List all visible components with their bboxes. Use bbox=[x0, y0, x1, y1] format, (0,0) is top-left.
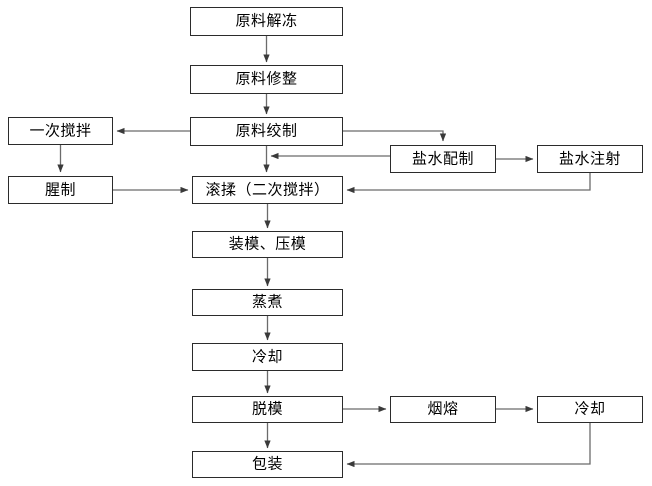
node-label: 盐水注射 bbox=[558, 149, 621, 167]
node-label: 腥制 bbox=[44, 180, 76, 198]
node-label: 包装 bbox=[251, 454, 283, 473]
node-yanzhi[interactable]: 腥制 bbox=[8, 176, 113, 204]
node-label: 原料修整 bbox=[235, 69, 298, 88]
node-gunrou[interactable]: 滚揉（二次搅拌） bbox=[192, 176, 343, 204]
edge-yanshuizhushe-to-gunrou bbox=[346, 173, 591, 194]
node-label: 一次搅拌 bbox=[29, 121, 92, 139]
node-baozhuang[interactable]: 包装 bbox=[192, 451, 343, 478]
node-label: 原料解冻 bbox=[235, 11, 298, 30]
node-yuanliao-xiuzheng[interactable]: 原料修整 bbox=[190, 65, 343, 94]
edge-lengqueright-to-baozhuang bbox=[346, 423, 591, 468]
node-zhengzhu[interactable]: 蒸煮 bbox=[192, 289, 343, 316]
node-label: 装模、压模 bbox=[228, 234, 307, 253]
node-label: 盐水配制 bbox=[411, 149, 474, 167]
node-tuomo[interactable]: 脱模 bbox=[192, 396, 343, 423]
node-lengque-middle[interactable]: 冷却 bbox=[192, 343, 343, 371]
node-label: 脱模 bbox=[251, 399, 283, 418]
node-label: 滚揉（二次搅拌） bbox=[205, 180, 330, 198]
node-yanshui-zhushe[interactable]: 盐水注射 bbox=[537, 145, 643, 173]
node-yici-jiaoban[interactable]: 一次搅拌 bbox=[8, 117, 113, 145]
node-label: 原料绞制 bbox=[235, 121, 298, 140]
edge-jiaozhi-to-yanshuipeizhi bbox=[343, 130, 447, 142]
node-label: 蒸煮 bbox=[251, 292, 283, 311]
node-yuanliao-jiaozhi[interactable]: 原料绞制 bbox=[190, 117, 343, 146]
node-label: 冷却 bbox=[251, 347, 283, 365]
watermark-text bbox=[498, 455, 628, 471]
node-yanxun[interactable]: 烟熔 bbox=[390, 396, 496, 423]
node-label: 冷却 bbox=[574, 399, 606, 418]
node-label: 烟熔 bbox=[427, 399, 459, 418]
node-zhuangmo-yamo[interactable]: 装模、压模 bbox=[192, 231, 343, 258]
node-lengque-right[interactable]: 冷却 bbox=[537, 396, 643, 423]
node-yanshui-peizhi[interactable]: 盐水配制 bbox=[390, 145, 496, 173]
node-yuanliao-jiedong[interactable]: 原料解冻 bbox=[190, 7, 343, 36]
